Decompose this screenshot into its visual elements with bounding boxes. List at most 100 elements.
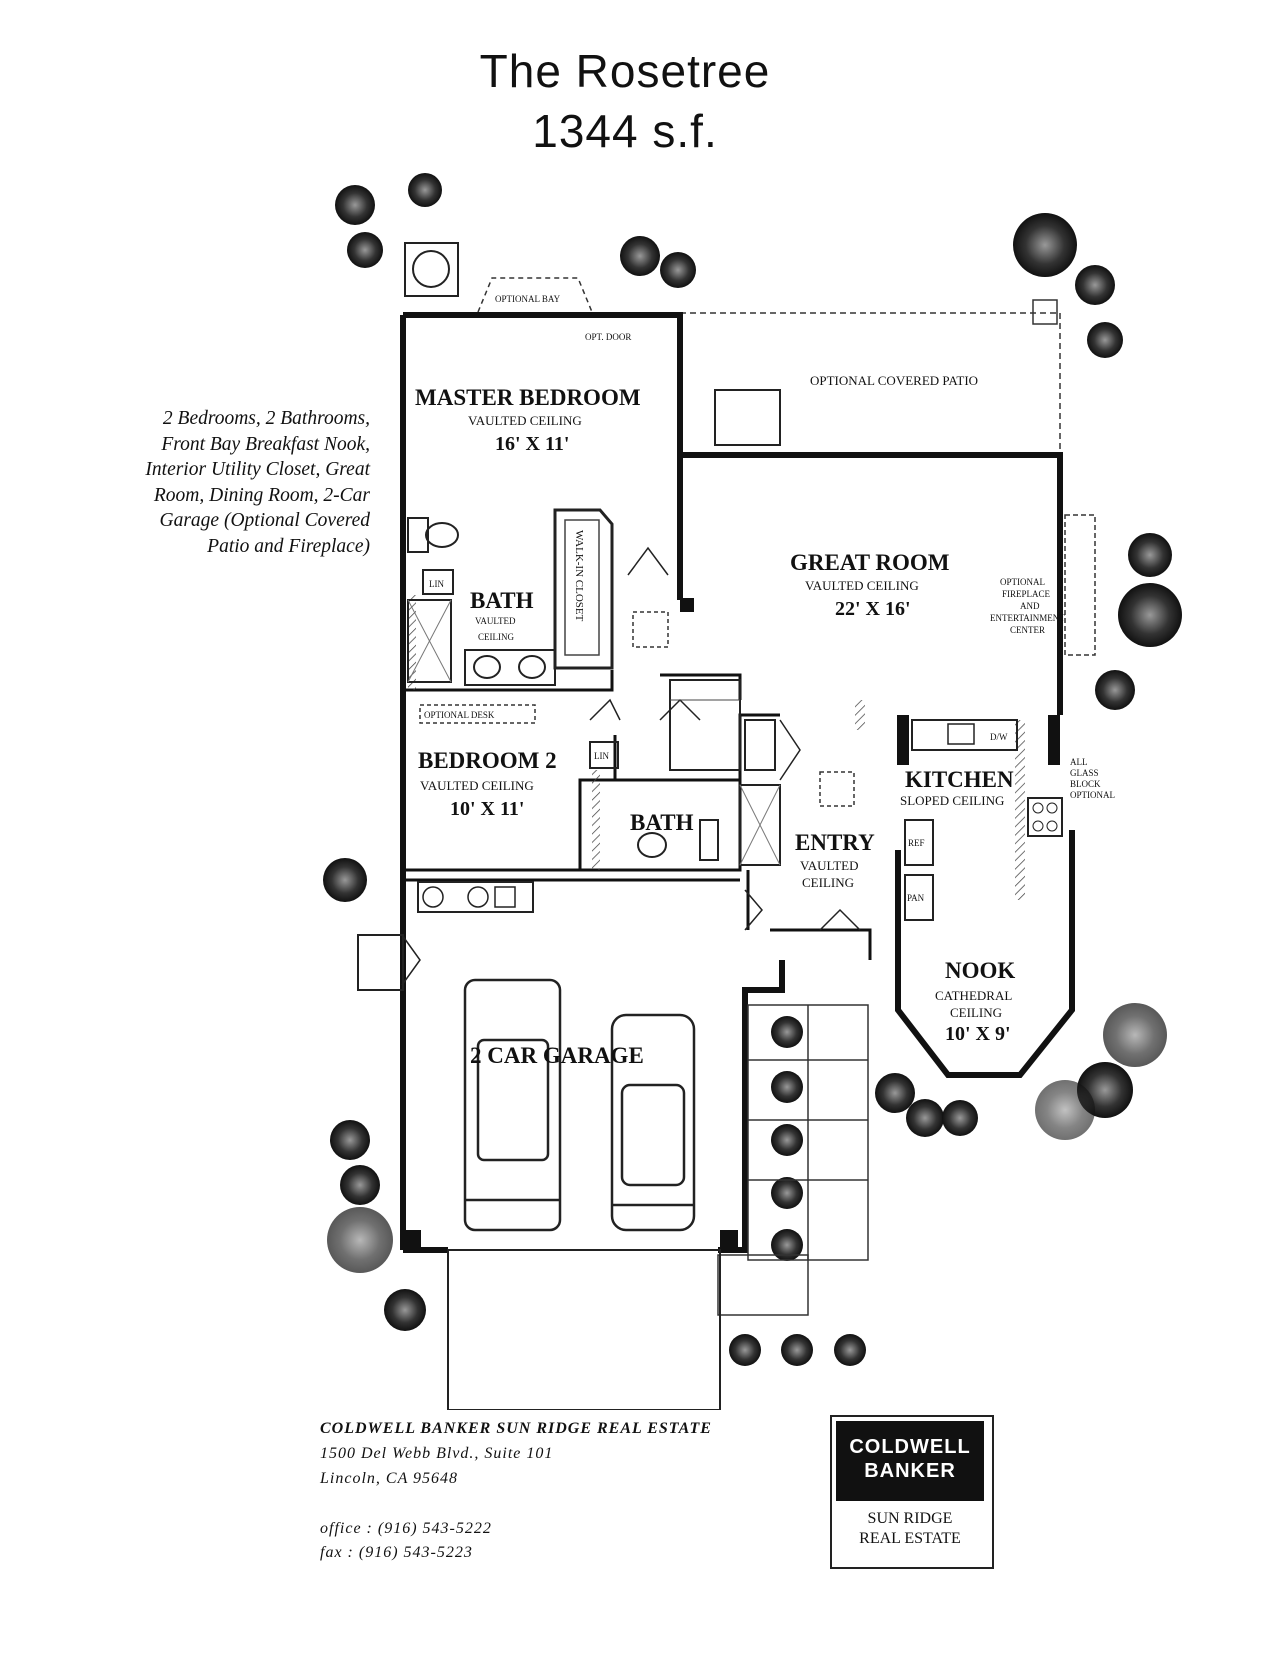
utility-closet — [744, 719, 776, 771]
walkin-closet — [553, 508, 614, 670]
great-room-dims: 22' X 16' — [835, 598, 911, 620]
shrub — [1118, 583, 1182, 647]
shrub — [330, 1120, 370, 1160]
master-bedroom-dims: 16' X 11' — [495, 433, 569, 455]
linen-label-1: LIN — [429, 579, 444, 589]
fireplace-label-3: AND — [1020, 601, 1040, 611]
wall-post — [680, 598, 694, 612]
logo-sub-2: REAL ESTATE — [859, 1530, 961, 1547]
shrub — [781, 1334, 813, 1366]
shrub — [834, 1334, 866, 1366]
garage-name: 2 CAR GARAGE — [470, 1043, 644, 1068]
entry-ceiling-1: VAULTED — [800, 858, 859, 873]
description-line: Patio and Fireplace) — [207, 535, 370, 557]
plan-square-footage: 1344 s.f. — [532, 105, 718, 157]
footer-address-2: Lincoln, CA 95648 — [320, 1470, 459, 1487]
hatched-wall — [408, 595, 416, 690]
description-line: 2 Bedrooms, 2 Bathrooms, — [162, 408, 370, 429]
shrub — [906, 1099, 944, 1137]
bath1-name: BATH — [470, 588, 534, 613]
description-line: Interior Utility Closet, Great — [145, 459, 370, 480]
shrub — [1035, 1080, 1095, 1140]
logo-badge: COLDWELL BANKER — [836, 1421, 984, 1501]
water-heater-area — [417, 881, 534, 913]
shrub — [942, 1100, 978, 1136]
refrigerator — [904, 819, 934, 866]
glass-block-2: GLASS — [1070, 768, 1099, 778]
bedroom2-name: BEDROOM 2 — [418, 748, 557, 773]
footer-fax: fax : (916) 543-5223 — [320, 1544, 473, 1561]
linen-closet-2 — [589, 741, 619, 769]
shrub — [660, 252, 696, 288]
car-right — [610, 1013, 696, 1232]
interior-walls — [403, 670, 872, 960]
optional-patio-label: OPTIONAL COVERED PATIO — [810, 373, 978, 388]
walkin-closet-label: WALK-IN CLOSET — [573, 530, 585, 622]
shrub — [1075, 265, 1115, 305]
linen-closet — [422, 569, 454, 595]
patio-post — [1032, 299, 1058, 325]
logo-subtitle: SUN RIDGE REAL ESTATE — [832, 1509, 988, 1549]
glass-block-1: ALL — [1070, 757, 1088, 767]
kitchen-ceiling: SLOPED CEILING — [900, 793, 1004, 808]
shrub — [620, 236, 660, 276]
shrub — [1087, 322, 1123, 358]
walkway — [717, 1004, 869, 1316]
entry-fixture — [819, 771, 855, 807]
optional-desk — [419, 704, 536, 724]
fireplace-label-4: ENTERTAINMENT — [990, 613, 1065, 623]
fireplace-label-5: CENTER — [1010, 625, 1045, 635]
description-line: Garage (Optional Covered — [159, 510, 371, 531]
shrub — [408, 173, 442, 207]
wall-post — [403, 1230, 421, 1252]
shrub — [347, 232, 383, 268]
shrub — [1095, 670, 1135, 710]
ref-label: REF — [908, 838, 925, 848]
shrub — [771, 1177, 803, 1209]
shrub — [323, 858, 367, 902]
shrub — [340, 1165, 380, 1205]
description-line: Room, Dining Room, 2-Car — [153, 484, 370, 506]
dishwasher-label: D/W — [990, 732, 1008, 742]
shrub — [875, 1073, 915, 1113]
shrub — [1103, 1003, 1167, 1067]
toilet-bowl — [425, 522, 459, 548]
nook-name: NOOK — [945, 958, 1015, 983]
plan-description: 2 Bedrooms, 2 Bathrooms, Front Bay Break… — [40, 406, 370, 559]
optional-fireplace — [1064, 514, 1096, 656]
fireplace-label-1: OPTIONAL — [1000, 577, 1045, 587]
shrub — [1013, 213, 1077, 277]
master-bedroom-name: MASTER BEDROOM — [415, 385, 641, 410]
hall-closet — [632, 611, 669, 648]
logo-line-1: COLDWELL — [849, 1436, 971, 1458]
laundry — [669, 679, 741, 771]
wall-post — [897, 715, 909, 765]
nook-ceiling-2: CEILING — [950, 1005, 1002, 1020]
footer-address-1: 1500 Del Webb Blvd., Suite 101 — [320, 1445, 554, 1462]
great-room-ceiling: VAULTED CEILING — [805, 578, 919, 593]
coldwell-banker-logo: COLDWELL BANKER SUN RIDGE REAL ESTATE — [830, 1415, 994, 1569]
logo-line-2: BANKER — [864, 1460, 956, 1482]
nook-dims: 10' X 9' — [945, 1023, 1011, 1045]
optional-desk-label: OPTIONAL DESK — [424, 710, 495, 720]
bath2-name: BATH — [630, 810, 694, 835]
entry-ceiling-2: CEILING — [802, 875, 854, 890]
pan-label: PAN — [907, 893, 925, 903]
sink — [518, 655, 546, 679]
car-left — [463, 978, 562, 1232]
optional-bay-label: OPTIONAL BAY — [495, 294, 561, 304]
shrub — [327, 1207, 393, 1273]
wall-post — [720, 1230, 738, 1252]
bath1-ceiling-2: CEILING — [478, 632, 514, 642]
footer-office-phone: office : (916) 543-5222 — [320, 1520, 492, 1537]
shrub — [384, 1289, 426, 1331]
kitchen-sink — [947, 723, 975, 745]
bedroom2-dims: 10' X 11' — [450, 798, 524, 820]
shower — [407, 599, 452, 683]
hatched-wall — [855, 700, 865, 730]
bedroom2-ceiling: VAULTED CEILING — [420, 778, 534, 793]
linen-label-2: LIN — [594, 751, 609, 761]
sink-2 — [637, 832, 667, 858]
hatched-wall — [592, 770, 600, 870]
optional-bay-outline — [477, 277, 593, 313]
